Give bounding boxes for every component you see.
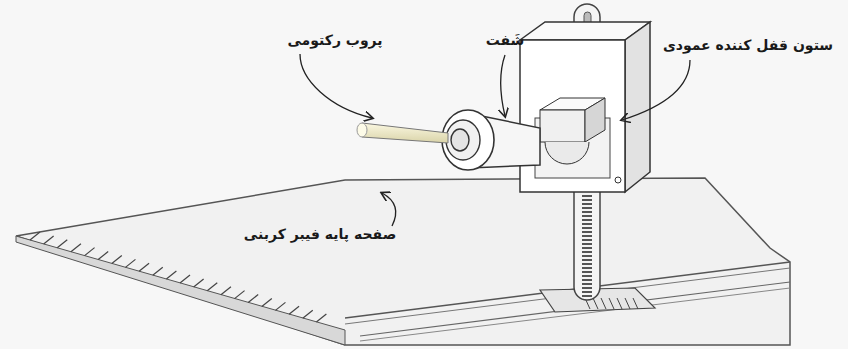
tick (262, 298, 272, 306)
leader-line (500, 55, 505, 116)
tick (112, 255, 122, 263)
tick (316, 314, 326, 322)
shaft-hub (451, 129, 469, 151)
tooth (582, 271, 592, 273)
tooth (582, 251, 592, 253)
tooth (582, 283, 592, 285)
scale-ticks (30, 232, 326, 322)
leader-line (300, 54, 372, 118)
tooth (582, 295, 592, 297)
tick (98, 252, 108, 260)
tick (221, 287, 231, 295)
foot-hatch (585, 298, 638, 309)
part-label: پروب رکتومی (284, 30, 385, 50)
tooth (582, 199, 592, 201)
tick (139, 263, 149, 271)
plate-edge (16, 236, 345, 345)
tick (30, 232, 40, 240)
tick (303, 310, 313, 318)
shaft-disk-ring (446, 120, 480, 160)
tick (71, 244, 81, 252)
lock-knob (540, 110, 585, 142)
tooth (582, 203, 592, 205)
tooth (582, 211, 592, 213)
tick (153, 267, 163, 275)
clamp-saddle (545, 142, 589, 164)
tooth (582, 223, 592, 225)
tick (207, 283, 217, 291)
column-teeth (582, 195, 592, 297)
lock-block-front (520, 40, 625, 192)
tooth (582, 255, 592, 257)
tooth (582, 279, 592, 281)
tick (235, 291, 245, 299)
probe-tip (357, 123, 367, 137)
tick (85, 248, 95, 256)
tick (57, 240, 67, 248)
tick (289, 306, 299, 314)
part-label: شَفت (483, 30, 528, 50)
hatch (601, 298, 606, 309)
tooth (582, 287, 592, 289)
rail (360, 288, 790, 341)
tick (248, 295, 258, 303)
tooth (582, 231, 592, 233)
shaft-disk (442, 110, 494, 170)
base-plate (16, 178, 790, 345)
leader-line (382, 193, 396, 226)
hatch (625, 298, 630, 309)
tick (180, 275, 190, 283)
tick (166, 271, 176, 279)
tooth (582, 243, 592, 245)
lock-block-side (625, 22, 650, 192)
hatch (617, 298, 622, 309)
leader-line (622, 60, 690, 120)
hatch (609, 298, 614, 309)
screw (615, 177, 621, 183)
tooth (582, 263, 592, 265)
tooth (582, 215, 592, 217)
tooth (582, 219, 592, 221)
hatch (633, 298, 638, 309)
tick (125, 259, 135, 267)
tooth (582, 239, 592, 241)
tick (44, 236, 54, 244)
tooth (582, 235, 592, 237)
part-label: ستون قفل کننده عمودی (660, 35, 836, 55)
hatch (593, 298, 598, 309)
tick (194, 279, 204, 287)
tick (275, 302, 285, 310)
tooth (582, 207, 592, 209)
tooth (582, 195, 592, 197)
tooth (582, 267, 592, 269)
part-label: صفحه پایه فیبر کربنی (241, 224, 399, 244)
lock-knob-side (585, 98, 605, 142)
tooth (582, 291, 592, 293)
tooth (582, 259, 592, 261)
tooth (582, 227, 592, 229)
tooth (582, 247, 592, 249)
rectal-probe (362, 123, 448, 143)
tooth (582, 275, 592, 277)
